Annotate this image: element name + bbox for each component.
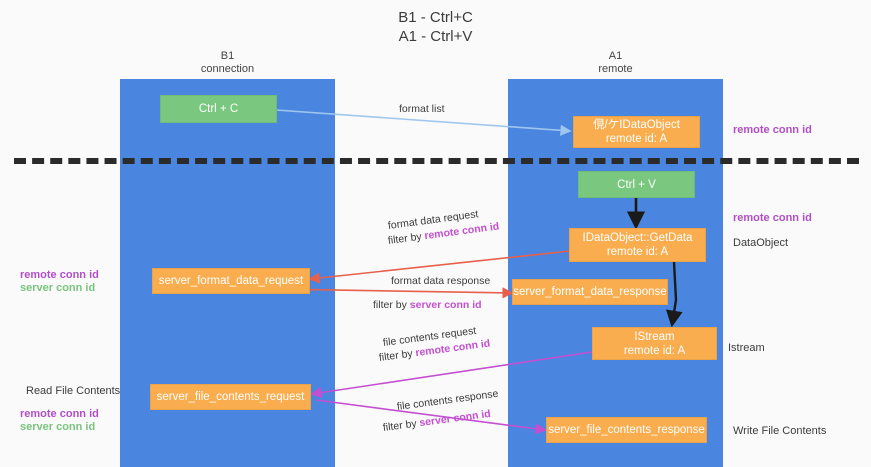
arrow-format-data-request bbox=[308, 250, 571, 284]
title-line-2: A1 - Ctrl+V bbox=[398, 28, 473, 45]
side-label-istream: Istream bbox=[728, 342, 765, 354]
node-idataobject-sub: remote id: A bbox=[605, 133, 668, 145]
node-istream-sub: remote id: A bbox=[623, 344, 686, 357]
lane-header-b1: B1 connection bbox=[120, 50, 335, 76]
node-idataobject[interactable]: 俔/ケIDataObject remote id: A bbox=[573, 116, 700, 148]
side-label-remote-conn-id-mid: remote conn id bbox=[733, 212, 812, 224]
side-label-left-server-conn-id: server conn id bbox=[20, 282, 96, 294]
title-line-1: B1 - Ctrl+C bbox=[398, 9, 473, 26]
arrow-format-list bbox=[275, 109, 572, 136]
node-getdata-sub: remote id: A bbox=[606, 246, 669, 258]
side-label-left-server-conn-id-2: server conn id bbox=[20, 421, 96, 433]
node-idataobject-title: 俔/ケIDataObject bbox=[593, 119, 680, 131]
lane-header-a1-name: A1 bbox=[608, 50, 623, 62]
lane-header-a1: A1 remote bbox=[508, 50, 723, 76]
node-istream-title: IStream bbox=[634, 330, 675, 343]
filter-prefix: filter by bbox=[373, 299, 410, 311]
arrow-file-contents-response bbox=[315, 399, 547, 435]
node-getdata-title: IDataObject::GetData bbox=[582, 232, 693, 244]
diagram-title: B1 - Ctrl+C A1 - Ctrl+V bbox=[0, 8, 871, 46]
node-ctrl-v-label: Ctrl + V bbox=[617, 178, 656, 191]
side-label-write-file-contents: Write File Contents bbox=[733, 425, 827, 437]
node-ctrl-c[interactable]: Ctrl + C bbox=[160, 95, 277, 123]
side-label-remote-conn-id-top: remote conn id bbox=[733, 124, 812, 136]
lane-header-a1-sub: remote bbox=[598, 63, 633, 75]
node-server-file-contents-request-label: server_file_contents_request bbox=[156, 391, 305, 403]
edge-label-format-data-response: format data response bbox=[391, 275, 491, 287]
lane-header-b1-name: B1 bbox=[220, 50, 235, 62]
node-server-format-data-request[interactable]: server_format_data_request bbox=[152, 268, 310, 294]
node-ctrl-v[interactable]: Ctrl + V bbox=[578, 171, 695, 198]
node-server-format-data-response[interactable]: server_format_data_response bbox=[512, 279, 668, 305]
node-server-format-data-response-label: server_format_data_response bbox=[513, 286, 667, 298]
node-server-file-contents-response-label: server_file_contents_response bbox=[548, 424, 705, 436]
side-label-read-file-contents: Read File Contents bbox=[26, 385, 121, 397]
edge-label-format-data-response-filter: filter by server conn id bbox=[373, 298, 482, 312]
node-server-format-data-request-label: server_format_data_request bbox=[158, 275, 304, 287]
node-istream[interactable]: IStream remote id: A bbox=[592, 327, 717, 360]
lane-header-b1-sub: connection bbox=[200, 63, 255, 75]
node-ctrl-c-label: Ctrl + C bbox=[198, 103, 239, 115]
arrow-getdata-to-istream bbox=[665, 261, 683, 328]
side-label-left-remote-conn-id-2: remote conn id bbox=[20, 408, 99, 420]
node-server-file-contents-request[interactable]: server_file_contents_request bbox=[150, 384, 311, 410]
side-label-dataobject: DataObject bbox=[733, 237, 789, 249]
side-label-left-remote-conn-id: remote conn id bbox=[20, 269, 99, 281]
filter-key-server-conn-id: server conn id bbox=[409, 299, 482, 311]
node-getdata[interactable]: IDataObject::GetData remote id: A bbox=[569, 228, 706, 262]
arrow-file-contents-request bbox=[310, 351, 593, 399]
node-server-file-contents-response[interactable]: server_file_contents_response bbox=[546, 417, 707, 443]
section-divider bbox=[14, 158, 859, 164]
edge-label-format-list: format list bbox=[399, 103, 445, 115]
